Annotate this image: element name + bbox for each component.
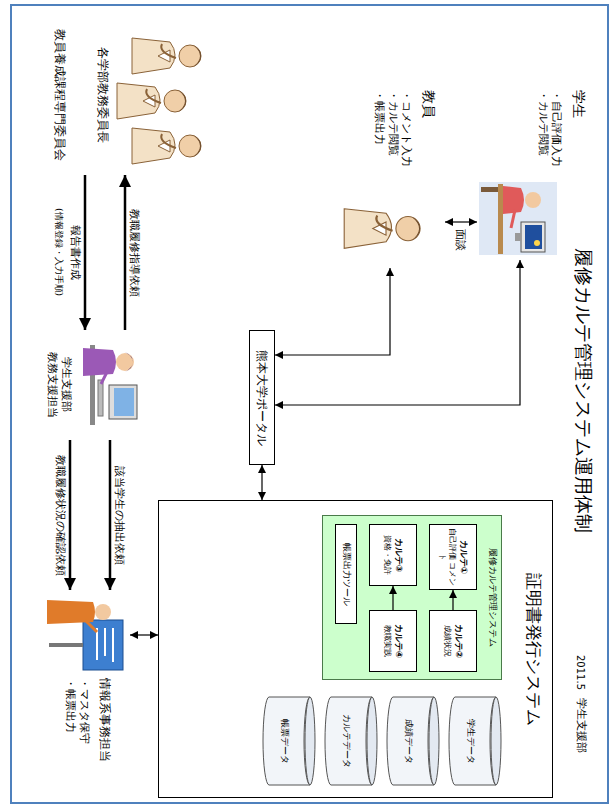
node-text: 帳票データ: [278, 719, 289, 764]
node-text: カルテ②: [452, 624, 463, 659]
connector-arrow: [275, 268, 390, 355]
database-cylinder: カルテデータ: [324, 696, 378, 786]
edge-label-holder: 該当学生の抽出依頼: [113, 464, 126, 567]
connector-arrow: [275, 260, 520, 405]
process-box: 帳票出力ツール: [335, 524, 357, 624]
label-holder: 学生支援部: [574, 698, 588, 753]
node-text: 情報系事務担当: [97, 678, 112, 800]
edge-label-holder: 教職履修状況の確認依頼: [54, 453, 67, 578]
node-text: 教員: [420, 90, 438, 268]
node-text: ・コメント入力 ・カルテ閲覧 ・帳票出力: [372, 90, 413, 169]
node-text: 教職実践: [382, 625, 392, 657]
subsystem-panel: 履修カルテ管理システムカルテ①自己評価 コメントカルテ②成績状況カルテ③資格・免…: [322, 515, 502, 680]
support-staff-icon: [83, 345, 137, 425]
node-text: 自己評価 コメント: [437, 527, 457, 587]
node-text: 各学部教務委員長: [95, 15, 110, 175]
process-box: 熊本大学ポータル: [249, 330, 275, 465]
label-holder: 2011.5: [574, 655, 587, 690]
teacher-icon: [344, 209, 420, 249]
process-box: カルテ④教職実践: [369, 610, 417, 672]
note-label: (情報登録・入力手順): [53, 208, 64, 296]
node-text: ・自己評価入力 ・カルテ閲覧: [536, 90, 564, 171]
actor-group: 学生支援部 教務支援担当: [20, 330, 145, 440]
connector-arrow: [124, 175, 127, 330]
committee-icon: [117, 83, 186, 119]
it-staff-icon: [47, 600, 123, 670]
committee-icon: [132, 128, 201, 164]
title-holder: 履修カルテ管理システム運用体制: [571, 230, 595, 550]
connector-arrow: [84, 175, 87, 330]
database-cylinder: 帳票データ: [262, 696, 316, 786]
node-text: カルテ④: [392, 624, 403, 659]
actor-group: 学生・自己評価入力 ・カルテ閲覧: [477, 60, 595, 260]
process-box: カルテ②成績状況: [429, 610, 477, 672]
node-text: カルテ③: [392, 538, 403, 573]
label-holder: (情報登録・入力手順): [53, 208, 64, 296]
database-cylinder: 成績データ: [386, 696, 440, 786]
node-text: 資格・免許: [382, 535, 392, 575]
connector-arrow: [445, 221, 477, 222]
node-text: 証明書発行システム: [523, 501, 544, 797]
node-text: カルテデータ: [340, 714, 351, 768]
node-text: ・マスタ保守 ・帳票出力: [64, 678, 92, 751]
system-panel: 証明書発行システム履修カルテ管理システムカルテ①自己評価 コメントカルテ②成績状…: [158, 500, 553, 798]
node-text: カルテ①: [457, 540, 468, 575]
database-cylinder: 学生データ: [448, 696, 502, 786]
diagram-title: 履修カルテ管理システム運用体制: [571, 230, 595, 550]
node-text: 学生データ: [464, 719, 475, 764]
actor-group: 情報系事務担当・マスタ保守 ・帳票出力: [20, 590, 130, 800]
edge-label: 面談: [454, 227, 467, 253]
node-text: 履修カルテ管理システム: [487, 516, 498, 679]
connector-arrow: [69, 440, 72, 590]
edge-label: 該当学生の抽出依頼: [113, 464, 126, 567]
process-box: カルテ③資格・免許: [369, 524, 417, 586]
connector-arrow: [109, 440, 112, 590]
node-text: 学生支援部 教務支援担当: [46, 351, 74, 418]
edge-label: 教職履修指導依頼: [128, 207, 141, 299]
actor-group: 各学部教務委員長 教員養成課程専門委員会: [15, 15, 220, 175]
edge-label-holder: 報告書作成: [69, 223, 82, 282]
edge-label-holder: 教職履修指導依頼: [128, 207, 141, 299]
connector-arrow: [392, 586, 393, 610]
connector-arrow: [261, 465, 262, 500]
edge-label-holder: 面談: [454, 227, 467, 253]
connector-arrow: [130, 634, 158, 635]
student-icon: [479, 182, 557, 255]
actor-group: 教員・コメント入力 ・カルテ閲覧 ・帳票出力: [339, 60, 445, 268]
note-label: 2011.5: [574, 655, 587, 690]
node-text: 教員養成課程専門委員会: [52, 15, 67, 175]
edge-label: 教職履修状況の確認依頼: [54, 453, 67, 578]
edge-label: 報告書作成: [69, 223, 82, 282]
connector-arrow: [452, 590, 453, 610]
node-text: 学生: [570, 90, 588, 260]
node-text: 成績状況: [442, 625, 452, 657]
node-text: 成績データ: [402, 719, 413, 764]
node-text: 帳票出力ツール: [340, 543, 351, 606]
node-text: 熊本大学ポータル: [255, 350, 270, 446]
committee-icon: [132, 38, 201, 74]
note-label: 学生支援部: [574, 698, 588, 753]
process-box: カルテ①自己評価 コメント: [429, 524, 477, 590]
